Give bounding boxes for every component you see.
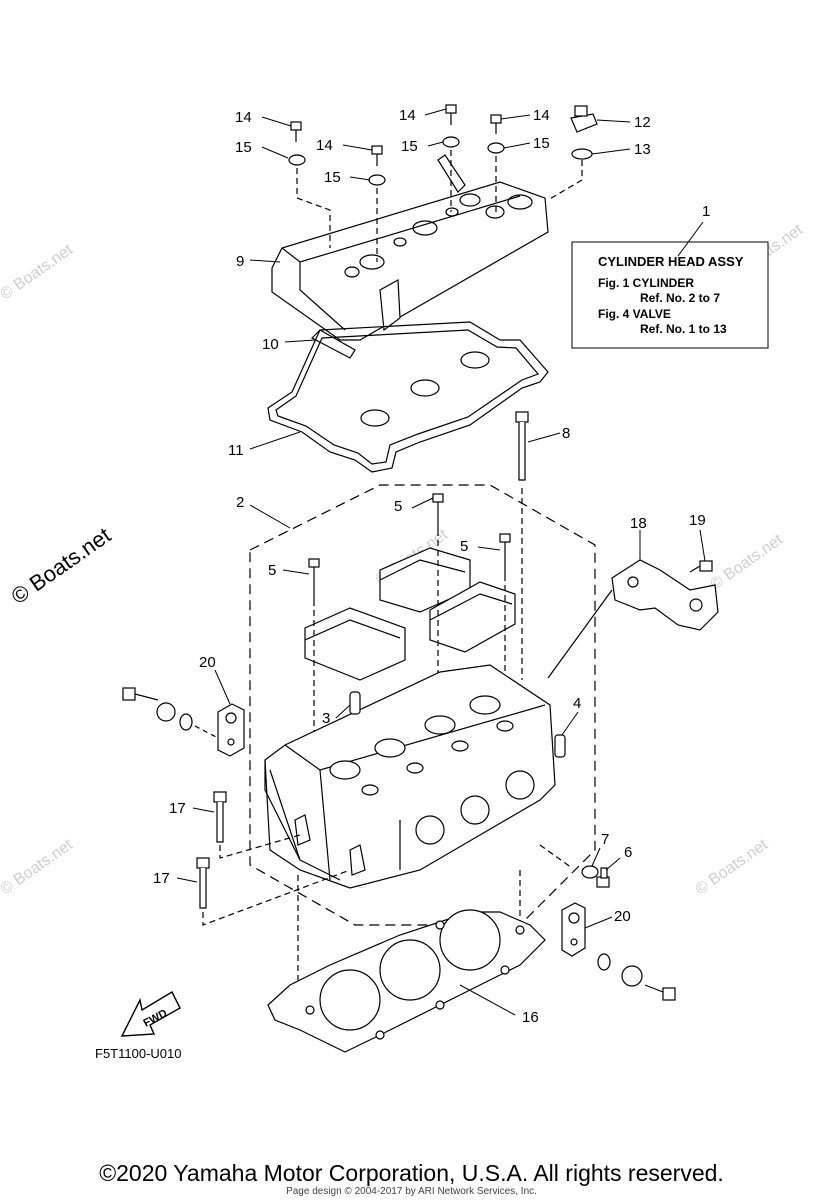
camshaft-caps-group	[304, 493, 516, 760]
bolt-6-icon	[596, 867, 610, 888]
callout-13: 13	[634, 141, 651, 158]
cap-bolt-5-icon	[308, 558, 320, 600]
small-parts-group	[349, 691, 610, 888]
callout-20: 20	[614, 908, 631, 925]
callout-numbers: 14 15 14 15 14 15 14 15 12 13 9 10 11 8 …	[153, 107, 706, 1026]
dowel-pin-3-icon	[349, 691, 361, 715]
grommet-15-icon	[487, 142, 505, 154]
callout-6: 6	[624, 844, 632, 861]
infobox-line2: Ref. No. 2 to 7	[640, 291, 720, 305]
valve-cover-group	[267, 104, 598, 473]
bolt-8-icon	[515, 411, 529, 680]
callout-14: 14	[316, 137, 333, 154]
watermark-text: © Boats.net	[0, 836, 76, 898]
infobox-line1: Fig. 1 CYLINDER	[598, 276, 694, 290]
fwd-arrow-icon: FWD	[120, 991, 181, 1037]
page-design-credit: Page design © 2004-2017 by ARI Network S…	[286, 1186, 537, 1197]
callout-17: 17	[153, 870, 170, 887]
callout-1: 1	[702, 203, 710, 220]
diagram-code: F5T1100-U010	[95, 1046, 181, 1061]
callout-7: 7	[601, 831, 609, 848]
callout-14: 14	[399, 107, 416, 124]
callout-10: 10	[262, 336, 279, 353]
camshaft-cap-icon	[429, 581, 516, 653]
valve-cover-9-icon	[271, 154, 549, 341]
callout-9: 9	[236, 253, 244, 270]
callout-4: 4	[573, 695, 581, 712]
cap-bolt-5-icon	[432, 493, 444, 530]
callout-3: 3	[322, 710, 330, 727]
bolt-14-icon	[290, 121, 302, 142]
o-ring-13-icon	[571, 148, 593, 160]
bracket-18-icon	[611, 559, 719, 631]
callout-15: 15	[533, 135, 550, 152]
head-gasket-16-icon	[267, 909, 546, 1053]
callout-14: 14	[235, 109, 252, 126]
bolt-14-icon	[371, 145, 383, 166]
callout-19: 19	[689, 512, 706, 529]
callout-20: 20	[199, 654, 216, 671]
hanger-bolt-nut-right-icon	[597, 953, 676, 1001]
callout-16: 16	[522, 1009, 539, 1026]
callout-15: 15	[324, 169, 341, 186]
callout-8: 8	[562, 425, 570, 442]
callout-5: 5	[460, 538, 468, 555]
cap-bolt-5-icon	[499, 533, 511, 575]
bolt-19-icon	[689, 560, 713, 573]
callout-12: 12	[634, 114, 651, 131]
watermark-text-dark: © Boats.net	[7, 522, 116, 609]
watermark-text: © Boats.net	[693, 836, 772, 898]
hanger-bolt-nut-left-icon	[122, 687, 219, 739]
washer-7-icon	[581, 865, 599, 879]
grommet-15-icon	[288, 154, 306, 166]
grommet-15-icon	[368, 174, 386, 186]
head-bolt-17-icon	[196, 857, 210, 909]
callout-2: 2	[236, 494, 244, 511]
infobox-line4: Ref. No. 1 to 13	[640, 322, 727, 336]
bolt-14-icon	[490, 114, 502, 134]
copyright-notice: ©2020 Yamaha Motor Corporation, U.S.A. A…	[99, 1160, 724, 1186]
cylinder-head-assembly-boundary	[249, 484, 596, 926]
cylinder-head-assy-infobox: CYLINDER HEAD ASSY Fig. 1 CYLINDER Ref. …	[571, 203, 769, 349]
cylinder-head-body-icon	[264, 664, 556, 889]
callout-14: 14	[533, 107, 550, 124]
callout-15: 15	[235, 139, 252, 156]
callout-18: 18	[630, 515, 647, 532]
engine-hanger-20-right-icon	[561, 902, 586, 957]
valve-cover-gasket-11-icon	[267, 321, 549, 473]
callout-15: 15	[401, 138, 418, 155]
infobox-line3: Fig. 4 VALVE	[598, 307, 671, 321]
watermark-text: © Boats.net	[0, 241, 76, 303]
callout-17: 17	[169, 800, 186, 817]
dowel-pin-4-icon	[554, 734, 566, 758]
callout-leaders	[176, 108, 706, 1016]
oil-filler-cap-12-icon	[570, 105, 598, 133]
watermark-text: © Boats.net	[708, 531, 787, 593]
baffle-plate-10-icon	[310, 329, 356, 359]
callout-5: 5	[394, 498, 402, 515]
bolt-14-icon	[445, 104, 457, 125]
callout-5: 5	[268, 562, 276, 579]
engine-hanger-20-left-icon	[217, 703, 245, 757]
camshaft-cap-icon	[304, 607, 406, 681]
grommet-15-icon	[442, 136, 460, 148]
head-bolt-17-icon	[213, 791, 227, 843]
infobox-title: CYLINDER HEAD ASSY	[598, 254, 744, 269]
callout-11: 11	[228, 442, 244, 459]
